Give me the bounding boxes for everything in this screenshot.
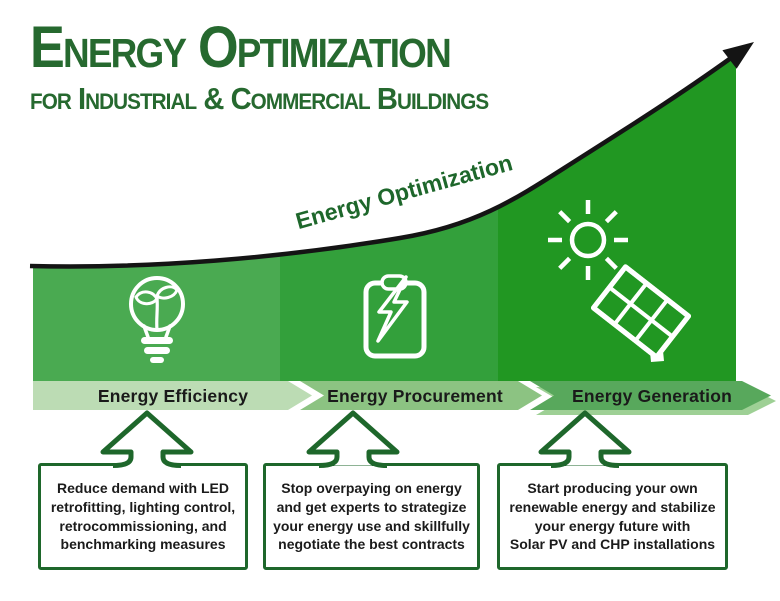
- solar-panel-icon: [590, 264, 692, 362]
- description-box-energy-procurement: Stop overpaying on energy and get expert…: [263, 463, 480, 570]
- title-block: Energy Optimization for Industrial & Com…: [30, 15, 518, 117]
- description-box-energy-generation: Start producing your own renewable energ…: [497, 463, 728, 570]
- sun-icon: [548, 200, 628, 280]
- clipboard-lightning-icon: [363, 274, 427, 359]
- banner-segment-energy-efficiency: [33, 381, 312, 410]
- description-box-energy-efficiency: Reduce demand with LED retrofitting, lig…: [38, 463, 248, 570]
- banner-label-energy-efficiency: Energy Efficiency: [97, 386, 249, 406]
- growth-curve: [29, 48, 744, 269]
- growth-curve-arrowhead-icon: [722, 42, 754, 69]
- page-title: Energy Optimization: [30, 15, 452, 80]
- lightbulb-sprout-icon: [129, 276, 185, 363]
- panel-energy-generation: [498, 50, 736, 381]
- page-subtitle: for Industrial & Commercial Buildings: [30, 80, 489, 116]
- banner-label-energy-generation: Energy Generation: [572, 386, 732, 406]
- banner-label-energy-procurement: Energy Procurement: [327, 386, 503, 406]
- banner-segment-energy-generation: [530, 381, 771, 410]
- process-banner: [33, 381, 776, 415]
- banner-segment-energy-procurement: [300, 381, 542, 410]
